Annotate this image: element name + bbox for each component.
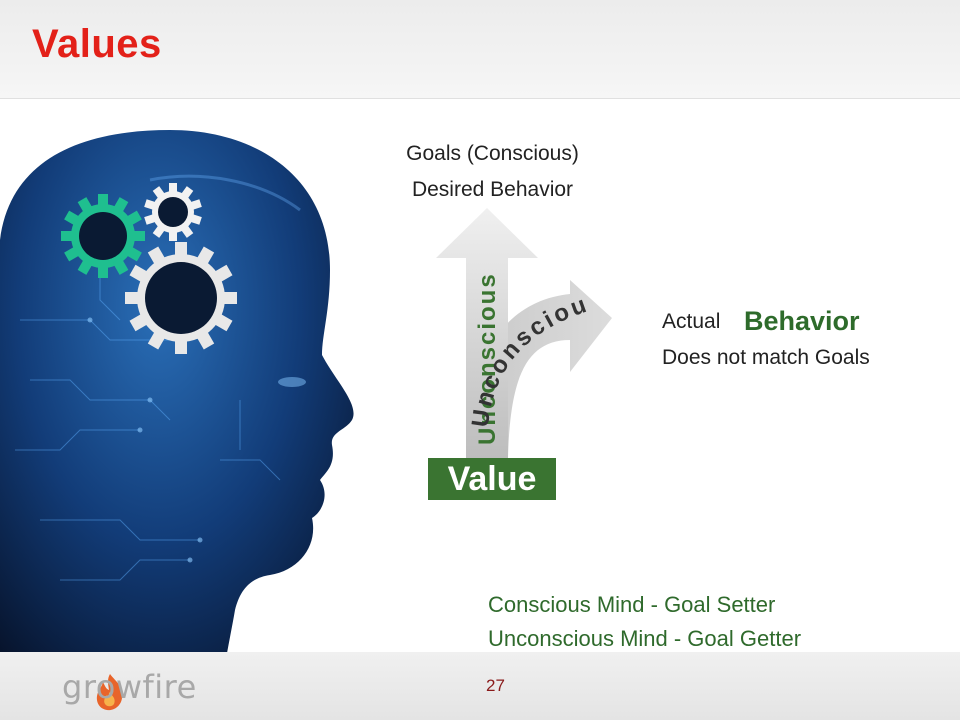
behavior-label: Behavior <box>744 306 860 336</box>
footer-band <box>0 652 960 720</box>
conscious-mind-note: Conscious Mind - Goal Setter <box>488 592 776 617</box>
value-arrow-diagram: Unconscious Unconscious <box>420 200 612 458</box>
vertical-arrow <box>436 208 538 458</box>
actual-label: Actual <box>662 310 721 333</box>
large-white-gear-icon <box>125 242 237 354</box>
page-number: 27 <box>486 676 505 695</box>
brand-logo-text: growfire <box>62 668 197 706</box>
value-box: Value <box>428 458 556 500</box>
goals-label: Goals (Conscious) <box>406 142 579 165</box>
head-illustration <box>0 130 354 720</box>
teal-gear-icon <box>61 194 145 278</box>
slide-title: Values <box>32 22 162 66</box>
flame-icon <box>96 674 123 711</box>
mismatch-label: Does not match Goals <box>662 346 870 369</box>
head-silhouette <box>0 130 354 720</box>
title-band <box>0 0 960 99</box>
unconscious-mind-note: Unconscious Mind - Goal Getter <box>488 626 802 651</box>
desired-behavior-label: Desired Behavior <box>411 178 574 201</box>
vertical-arrow-label: Unconscious <box>474 272 501 445</box>
small-white-gear-icon <box>144 183 202 241</box>
